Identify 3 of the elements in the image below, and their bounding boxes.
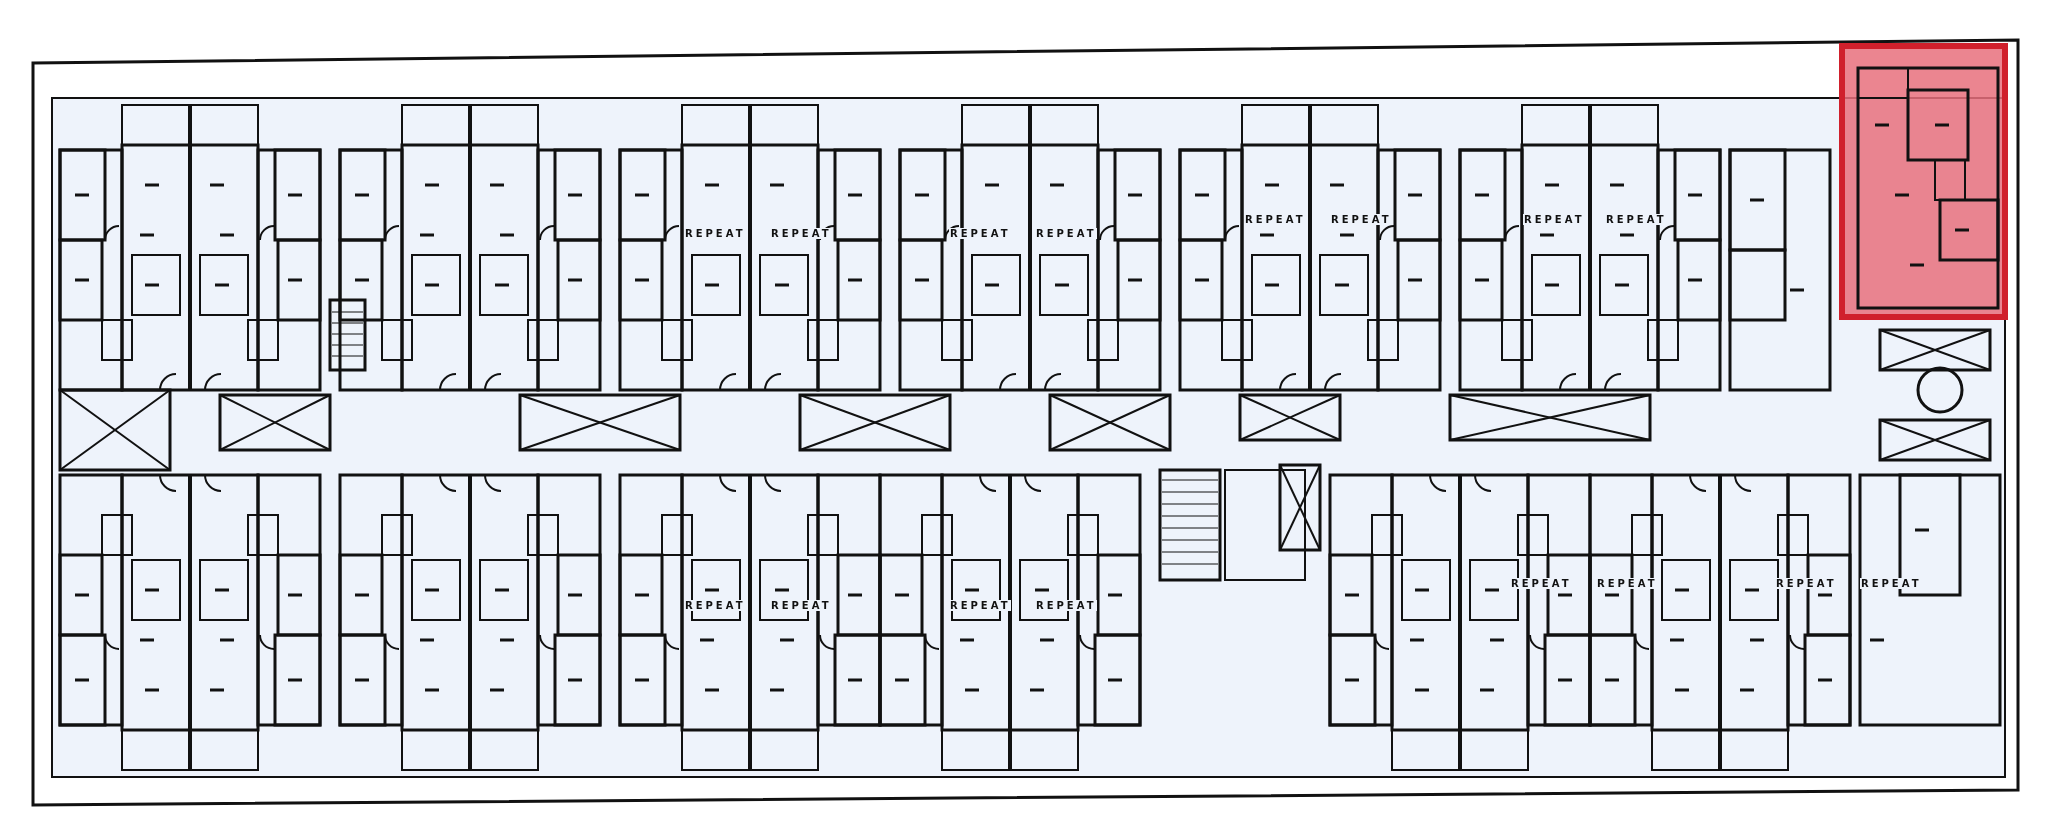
repeat-note: REPEAT: [1035, 228, 1098, 239]
repeat-note: REPEAT: [949, 600, 1012, 611]
repeat-note: REPEAT: [1035, 600, 1098, 611]
